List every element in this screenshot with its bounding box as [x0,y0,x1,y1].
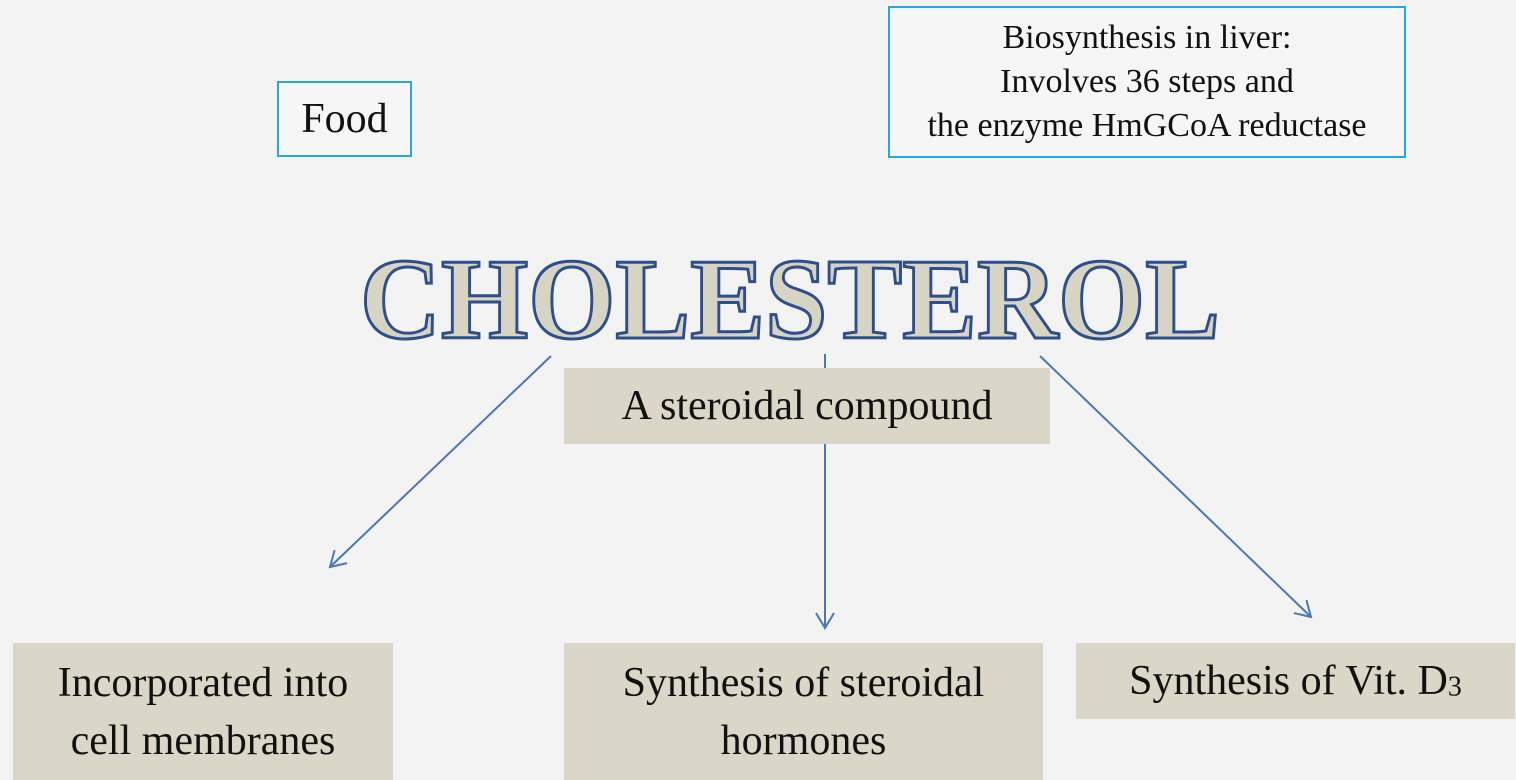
vitamin-d-node: Synthesis of Vit. D3 [1076,643,1515,719]
membranes-node: Incorporated into cell membranes [13,643,393,780]
steroidal-compound-label: A steroidal compound [621,383,993,429]
biosynthesis-line-1: Biosynthesis in liver: [1002,19,1292,56]
food-label: Food [301,96,388,142]
vitamin-d-label: Synthesis of Vit. D3 [1129,657,1462,705]
biosynthesis-node: Biosynthesis in liver: Involves 36 steps… [888,6,1406,158]
biosynthesis-line-3: the enzyme HmGCoA reductase [927,107,1367,144]
hormones-node: Synthesis of steroidal hormones [564,643,1043,780]
arrow-to-vitamin-d [1039,355,1313,619]
membranes-line-2: cell membranes [70,717,336,764]
vitamin-d-text: Synthesis of Vit. D [1129,658,1448,704]
hormones-line-1: Synthesis of steroidal [622,659,985,706]
vitamin-d-subscript: 3 [1447,671,1462,703]
hormones-line-2: hormones [720,717,887,764]
membranes-line-1: Incorporated into [57,659,349,706]
cholesterol-title: CHOLESTEROL [359,240,1222,360]
biosynthesis-line-2: Involves 36 steps and [1000,63,1294,100]
food-node: Food [277,81,412,157]
steroidal-compound-node: A steroidal compound [564,368,1050,444]
cholesterol-title-text: CHOLESTEROL [360,240,1220,360]
arrow-to-membranes [328,355,552,569]
